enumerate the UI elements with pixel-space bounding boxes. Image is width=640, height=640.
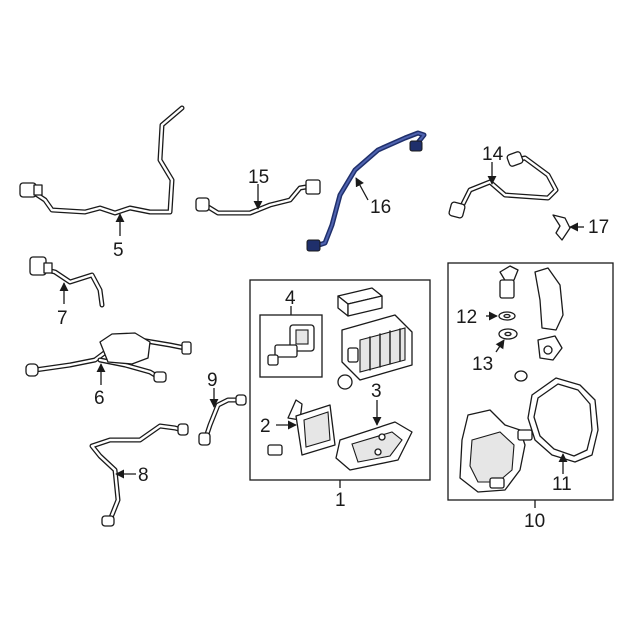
callout-12: 12 (456, 307, 477, 328)
part-1-charcoal-canister[interactable] (337, 287, 413, 390)
callout-3: 3 (371, 381, 382, 402)
callout-1: 1 (335, 490, 346, 511)
part-16-vapor-tube-highlighted[interactable] (306, 130, 427, 252)
part-7-hose[interactable] (29, 256, 105, 308)
part-9-tube[interactable] (198, 394, 247, 446)
group-box-10 (447, 262, 614, 501)
part-3-canister-bracket[interactable] (335, 421, 413, 471)
callout-15: 15 (248, 167, 269, 188)
part-11-gasket[interactable] (527, 377, 599, 463)
callout-8: 8 (138, 465, 149, 486)
part-10-elbow-hose[interactable] (534, 267, 564, 361)
part-6-harness-tube[interactable] (25, 332, 192, 383)
leader-13 (495, 339, 505, 353)
callout-10: 10 (524, 511, 545, 532)
callout-7: 7 (57, 308, 68, 329)
callout-13: 13 (472, 354, 493, 375)
part-4-purge-valve[interactable] (267, 324, 315, 366)
callout-9: 9 (207, 370, 218, 391)
part-8-tube[interactable] (89, 423, 189, 527)
callout-4: 4 (285, 288, 296, 309)
part-14-hose[interactable] (448, 151, 559, 219)
callout-2: 2 (260, 416, 271, 437)
callout-5: 5 (113, 240, 124, 261)
callout-17: 17 (588, 217, 609, 238)
part-10-filter-housing[interactable] (459, 409, 533, 493)
part-2-bracket[interactable] (267, 399, 336, 456)
callout-11: 11 (552, 474, 572, 495)
leader-16 (355, 177, 369, 201)
callout-6: 6 (94, 388, 105, 409)
callout-14: 14 (482, 144, 504, 165)
callout-16: 16 (370, 197, 391, 218)
part-12-fitting[interactable] (498, 265, 519, 321)
part-17-clip[interactable] (552, 214, 571, 241)
part-15-vapor-tube[interactable] (195, 179, 321, 216)
part-5-vapor-tube[interactable] (19, 105, 185, 216)
part-13-grommet[interactable] (498, 328, 528, 382)
